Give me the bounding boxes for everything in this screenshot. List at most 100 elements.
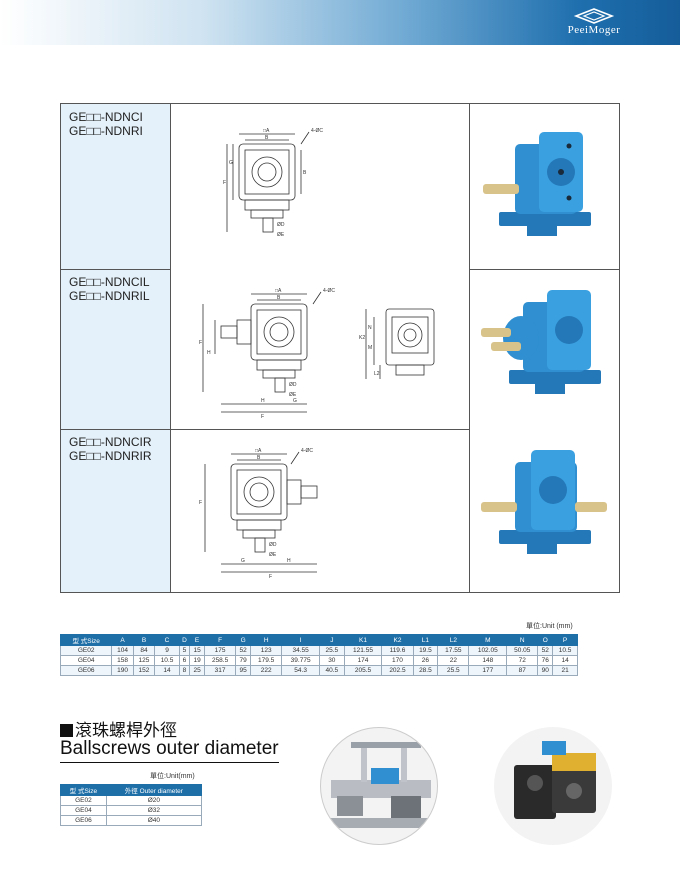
model-label: GE□□-NDNCIL (69, 275, 150, 289)
dim-label-d: ØD (289, 382, 297, 388)
table-cell: 102.05 (468, 645, 508, 656)
brand-logo: PeeiMoger (544, 8, 644, 36)
product-label-cell-3: GE□□-NDNCIR GE□□-NDNRIR (61, 429, 171, 592)
controller-photo (494, 727, 612, 845)
table-cell: 119.6 (381, 645, 414, 656)
table-cell: 125 (132, 655, 156, 666)
model-label: GE□□-NDNRIL (69, 289, 150, 303)
table-cell: 222 (250, 665, 283, 676)
table-cell: 6 (178, 655, 191, 666)
table-cell: Ø40 (105, 815, 203, 826)
column-header: 型 式Size (60, 784, 107, 796)
dim-label-a: □A (263, 128, 270, 134)
table-cell: 10.5 (154, 655, 180, 666)
divider (61, 429, 469, 430)
table-cell: 202.5 (381, 665, 414, 676)
dim-label-g: G (293, 398, 297, 404)
column-header: J (318, 634, 345, 646)
dim-label-n: N (368, 325, 372, 331)
unit-label: 單位:Unit (mm) (526, 623, 573, 630)
dim-label-c: 4-ØC (323, 288, 335, 294)
table-cell: 39.775 (281, 655, 320, 666)
brand-name: PeeiMoger (567, 24, 621, 36)
model-label: GE□□-NDNCI (69, 110, 143, 124)
table-cell: 14 (552, 655, 578, 666)
section-title-en: Ballscrews outer diameter (60, 738, 279, 763)
table-cell: 14 (154, 665, 180, 676)
dim-label-h2: H (261, 398, 265, 404)
table-cell: 76 (537, 655, 554, 666)
table-cell: 25.5 (318, 645, 345, 656)
table-cell: 25.5 (437, 665, 470, 676)
square-bullet-icon (60, 724, 73, 737)
table-cell: GE06 (60, 815, 107, 826)
table-cell: 34.55 (281, 645, 320, 656)
table-cell: 179.5 (250, 655, 283, 666)
section-title-cn: 滾珠螺桿外徑 (60, 716, 177, 741)
dim-label-a: □A (275, 288, 282, 294)
column-header: P (552, 634, 578, 646)
technical-drawing-1: □A B 4-ØC F G B ØD ØE (223, 128, 323, 238)
column-header: K2 (381, 634, 414, 646)
table-cell: 50.05 (506, 645, 539, 656)
linear-module-photo (320, 727, 438, 845)
table-cell: 87 (506, 665, 539, 676)
divider (469, 104, 470, 592)
column-header: D (178, 634, 191, 646)
dim-label-f: F (199, 500, 202, 506)
table-cell: 26 (412, 655, 439, 666)
table-cell: 123 (250, 645, 283, 656)
table-cell: Ø20 (105, 795, 203, 806)
table-cell: 21 (552, 665, 578, 676)
table-cell: 28.5 (412, 665, 439, 676)
table-cell: 52 (537, 645, 554, 656)
dim-label-f: F (199, 340, 202, 346)
gearbox-photo-1 (483, 132, 591, 236)
table-cell: 258.5 (203, 655, 237, 666)
table-cell: 15 (189, 645, 205, 656)
table-cell: 174 (343, 655, 383, 666)
dim-label-e: ØE (289, 392, 297, 398)
technical-drawing-2-side: K2 N M L2 (359, 308, 435, 379)
column-header: L1 (412, 634, 439, 646)
product-label-cell-1: GE□□-NDNCI GE□□-NDNRI (61, 104, 171, 269)
table-cell: 52 (235, 645, 252, 656)
table-cell: GE04 (59, 655, 113, 666)
linear-module-illustration (321, 742, 437, 828)
table-cell: 175 (203, 645, 237, 656)
table-cell: 158 (111, 655, 134, 666)
table-cell: 84 (132, 645, 156, 656)
table-cell: 205.5 (343, 665, 383, 676)
column-header: 外徑 Outer diameter (105, 784, 203, 796)
column-header: F (203, 634, 237, 646)
dim-label-e: ØE (269, 552, 277, 558)
table-cell: 17.55 (437, 645, 470, 656)
dim-label-d: ØD (269, 542, 277, 548)
dim-label-f: F (223, 180, 226, 186)
table-cell: GE02 (60, 795, 107, 806)
table-cell: 79 (235, 655, 252, 666)
table-cell: GE04 (60, 805, 107, 816)
technical-drawing-3: □A B 4-ØC F G H F ØD ØE (199, 448, 318, 579)
table-cell: 5 (178, 645, 191, 656)
table-cell: 90 (537, 665, 554, 676)
model-label: GE□□-NDNRIR (69, 449, 152, 463)
divider (469, 269, 620, 270)
column-header: L2 (437, 634, 470, 646)
column-header: E (189, 634, 205, 646)
table-cell: 8 (178, 665, 191, 676)
dim-label-e: ØE (277, 232, 285, 238)
table-cell: 104 (111, 645, 134, 656)
technical-drawing-2: □A B 4-ØC F H H G F ØD ØE (199, 288, 335, 419)
controller-illustration (514, 741, 596, 819)
dim-label-f2: F (261, 414, 264, 419)
table-cell: GE02 (59, 645, 113, 656)
column-header: 型 式Size (59, 634, 113, 646)
